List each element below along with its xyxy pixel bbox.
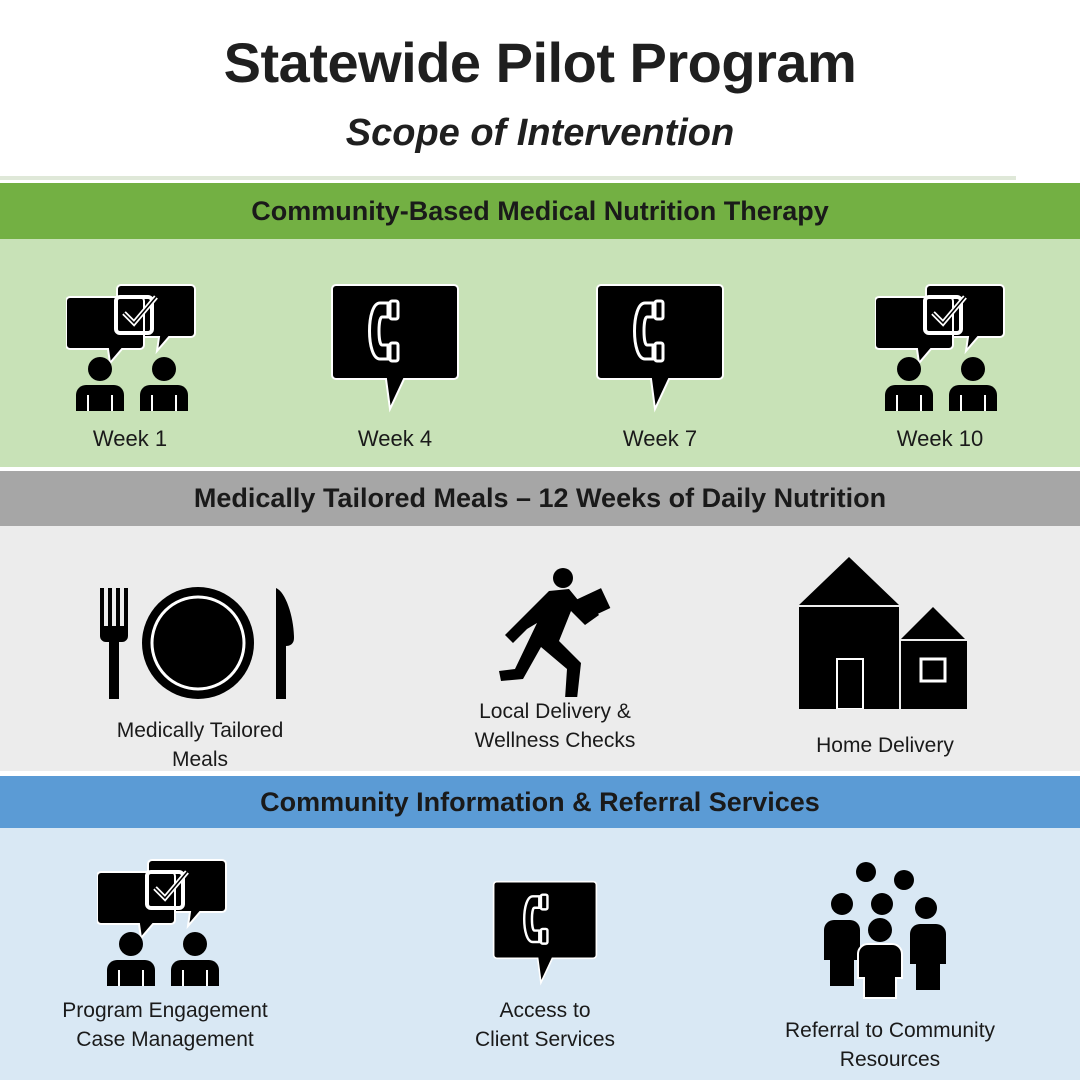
phone-call-icon bbox=[330, 283, 460, 413]
phone-call-icon bbox=[595, 283, 725, 413]
item-label: Week 10 bbox=[896, 426, 984, 451]
section-medical-nutrition-therapy: Community-Based Medical Nutrition Therap… bbox=[0, 183, 1080, 467]
phone-call-icon bbox=[480, 880, 610, 986]
house-icon bbox=[797, 555, 969, 709]
timeline-item-week-4: Week 4 bbox=[325, 283, 465, 463]
item-label: Access to Client Services bbox=[474, 999, 616, 1051]
section-header: Medically Tailored Meals – 12 Weeks of D… bbox=[0, 471, 1080, 526]
in-person-consultation-icon bbox=[66, 283, 196, 413]
in-person-consultation-icon bbox=[875, 283, 1005, 413]
item-label: Program Engagement Case Management bbox=[62, 999, 268, 1051]
in-person-consultation-icon bbox=[97, 858, 227, 988]
item-label: Week 4 bbox=[357, 426, 433, 451]
meals-item: Medically Tailored Meals bbox=[80, 586, 320, 771]
title-divider bbox=[0, 176, 1016, 180]
item-label: Week 1 bbox=[92, 426, 168, 451]
page-subtitle: Scope of Intervention bbox=[345, 112, 735, 154]
program-engagement-item: Program Engagement Case Management bbox=[40, 858, 290, 1078]
item-label: Local Delivery & Wellness Checks bbox=[474, 700, 636, 752]
item-label: Home Delivery bbox=[816, 734, 954, 757]
section-information-referral: Community Information & Referral Service… bbox=[0, 776, 1080, 1080]
item-label: Week 7 bbox=[622, 426, 698, 451]
delivery-person-icon bbox=[485, 567, 635, 697]
home-delivery-item: Home Delivery bbox=[780, 555, 990, 765]
plate-fork-knife-icon bbox=[98, 586, 298, 701]
page-title: Statewide Pilot Program bbox=[223, 31, 857, 94]
timeline-item-week-10: Week 10 bbox=[870, 283, 1010, 463]
community-group-icon bbox=[822, 860, 952, 1000]
client-services-item: Access to Client Services bbox=[440, 880, 650, 1070]
item-label: Medically Tailored Meals bbox=[116, 719, 284, 771]
local-delivery-item: Local Delivery & Wellness Checks bbox=[440, 567, 670, 757]
timeline-item-week-1: Week 1 bbox=[60, 283, 200, 463]
item-label: Referral to Community Resources bbox=[784, 1019, 996, 1071]
community-referral-item: Referral to Community Resources bbox=[760, 860, 1020, 1075]
timeline-item-week-7: Week 7 bbox=[590, 283, 730, 463]
section-header: Community-Based Medical Nutrition Therap… bbox=[0, 183, 1080, 239]
section-medically-tailored-meals: Medically Tailored Meals – 12 Weeks of D… bbox=[0, 471, 1080, 771]
section-header: Community Information & Referral Service… bbox=[0, 776, 1080, 828]
